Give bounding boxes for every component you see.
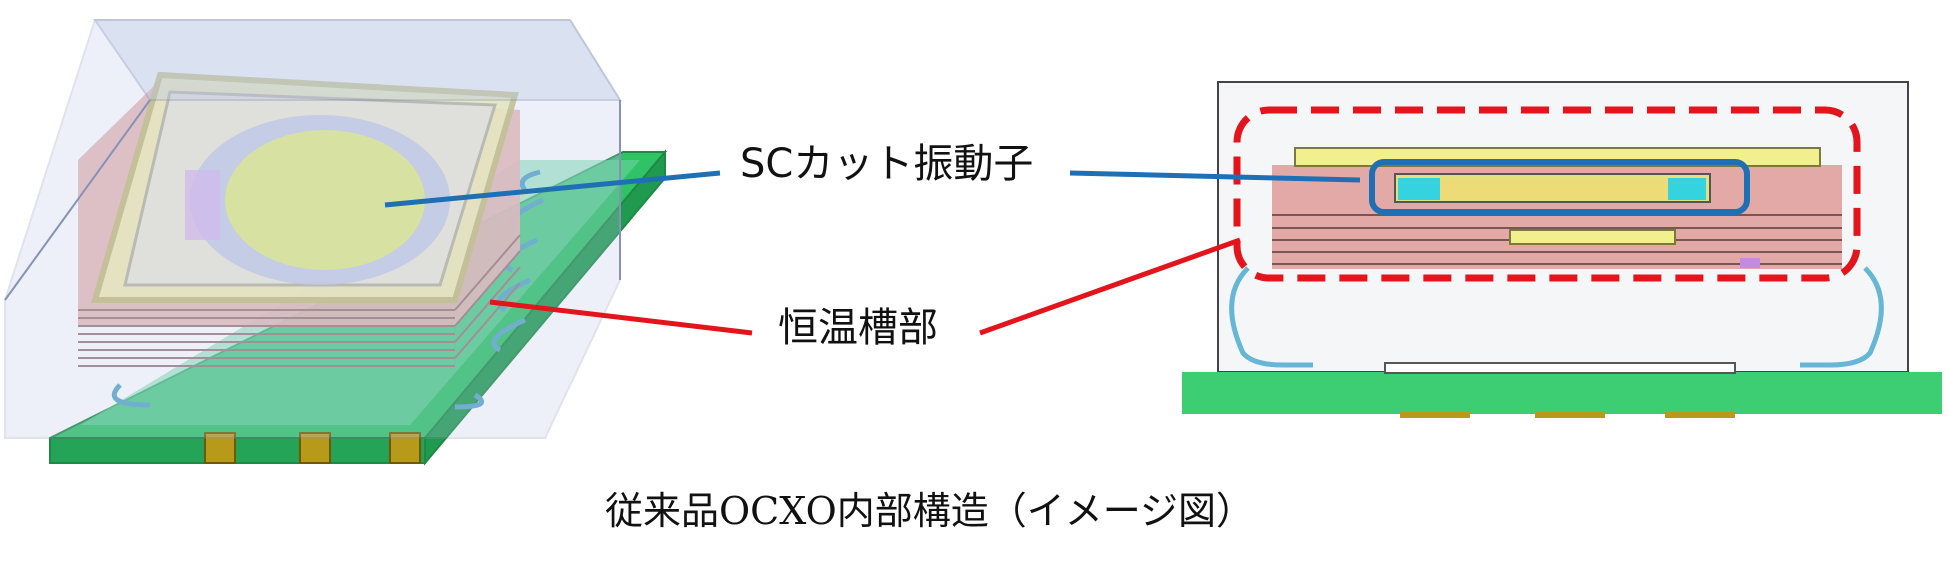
crystal-label: SCカット振動子 (740, 141, 1034, 187)
cover-lid-3d (4, 19, 622, 439)
bottom-pad (1384, 362, 1736, 374)
pcb-base-section (1182, 372, 1942, 414)
sc-crystal-3d (185, 115, 450, 285)
oven-label: 恒温槽部 (778, 305, 938, 351)
pcb-pads-bottom (1400, 412, 1735, 418)
crystal-highlight-box (1369, 159, 1750, 215)
sc-crystal-section (1394, 173, 1711, 203)
oven-leader-right (979, 237, 1241, 336)
oven-highlight-box (1233, 106, 1861, 282)
crystal-leader-right (1069, 170, 1361, 183)
pin-pads (204, 432, 421, 464)
oven-leader-left (489, 299, 753, 336)
electrode-left (1398, 178, 1440, 200)
crystal-leader-left (384, 170, 721, 208)
figure-caption: 従来品OCXO内部構造（イメージ図） (605, 489, 1255, 533)
ocxo-3d-model (4, 19, 668, 466)
leader-lines (384, 170, 1361, 336)
lead-springs-section (1229, 266, 1884, 368)
ocxo-cross-section (1182, 81, 1942, 418)
electrode-right (1668, 178, 1706, 200)
oven-stack-section (1272, 147, 1842, 269)
